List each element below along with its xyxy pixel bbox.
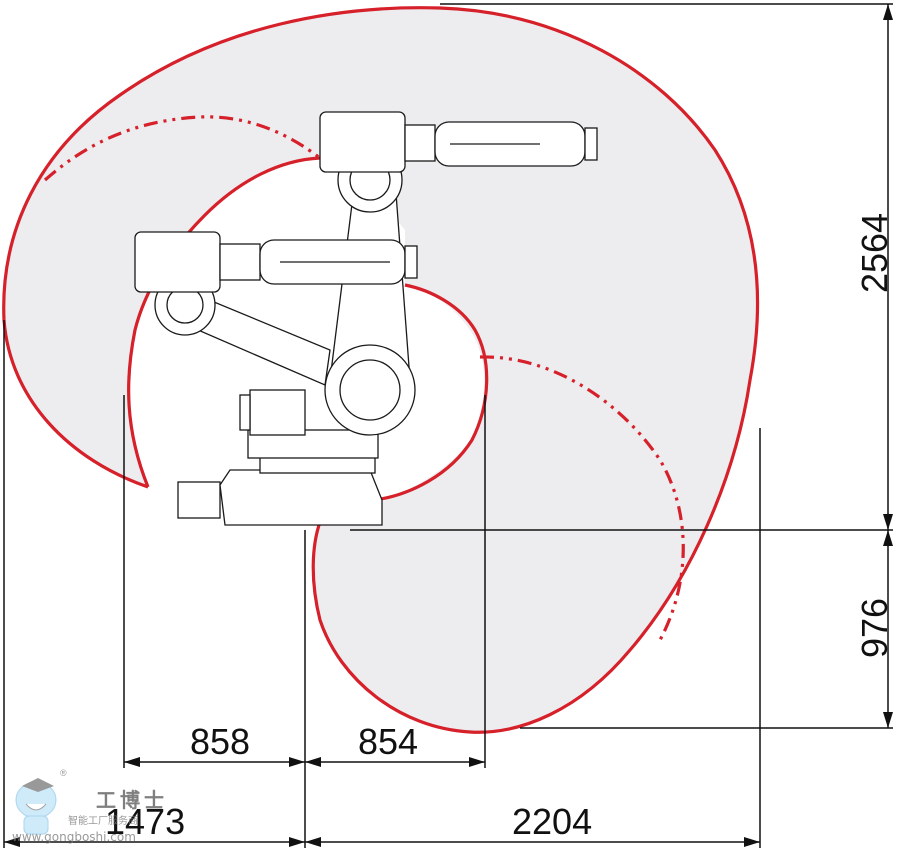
dimension-arrows: [4, 4, 893, 847]
mascot-icon: [15, 778, 57, 835]
dimension-label-2204: 2204: [512, 801, 593, 842]
watermark-subtitle: 智能工厂服务商: [68, 816, 138, 827]
dimension-lines: [3, 3, 893, 848]
wrist-path-upper: [43, 115, 321, 182]
outer-envelope-curve: [2, 6, 760, 734]
dimension-label-976: 976: [854, 597, 896, 659]
watermark-url: www.gongboshi.com: [12, 830, 136, 844]
registered-mark: ®: [60, 768, 67, 778]
dimension-label-2564: 2564: [854, 212, 896, 294]
working-envelope-area: [3, 7, 758, 733]
dimension-label-1473: 1473: [105, 801, 186, 842]
watermark-brand: 工博士: [96, 788, 168, 812]
watermark-logo: ® 工博士 智能工厂服务商 www.gongboshi.com: [8, 768, 178, 848]
dimension-label-854: 854: [358, 721, 419, 762]
dimension-label-858: 858: [190, 721, 251, 762]
robot-drawing: [134, 111, 598, 526]
inner-boundary-curve-front: [374, 283, 489, 502]
